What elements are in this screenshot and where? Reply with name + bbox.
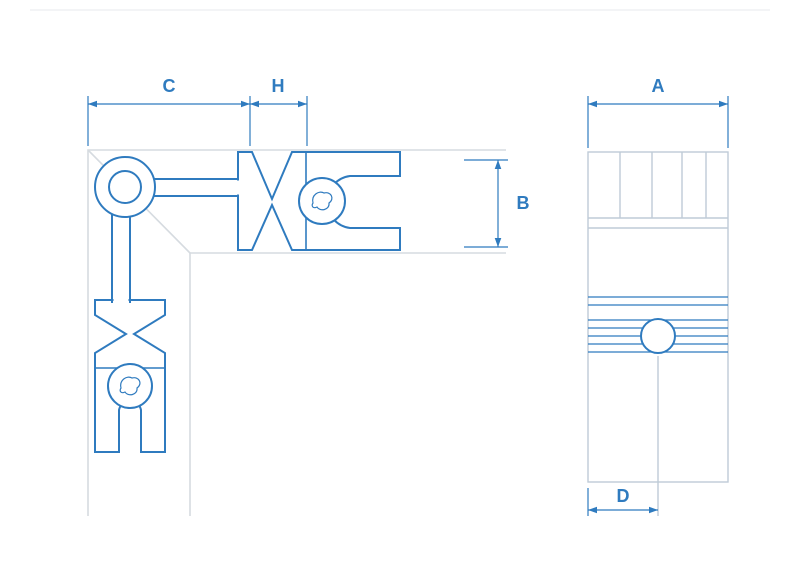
dim-arrow [588,506,597,514]
dim-arrow [88,100,97,108]
rosette-horizontal [311,191,333,211]
dim-arrow [719,100,728,108]
rosette-vertical [119,376,141,396]
pivot-ring [94,156,156,218]
dimension-a: A [587,76,729,148]
dim-arrow [494,238,502,247]
dimension-label-c: C [163,76,176,96]
frame-inner-edge [189,252,506,516]
dim-arrow [494,160,502,169]
dimension-label-h: H [272,76,285,96]
side-view [587,151,729,516]
dimension-label-b: B [517,193,530,213]
dimension-h: H [250,76,308,146]
dim-arrow [241,100,250,108]
dim-arrow [649,506,658,514]
dimension-label-d: D [617,486,630,506]
dimension-d: D [587,486,658,516]
dim-arrow [588,100,597,108]
pin-circle-vertical [107,363,153,409]
dim-arrow [250,100,259,108]
pivot-ring-inner [108,170,142,204]
corner-key-horizontal [154,151,401,251]
dimension-c: C [87,76,251,146]
arm-vertical-mask [113,214,129,303]
pin-circle-side [640,318,676,354]
pin-circle-horizontal [298,177,346,225]
dimension-label-a: A [652,76,665,96]
arm-horizontal-mask [155,180,239,195]
corner-key-vertical [94,212,166,453]
dim-arrow [298,100,307,108]
dimension-b: B [464,159,530,248]
